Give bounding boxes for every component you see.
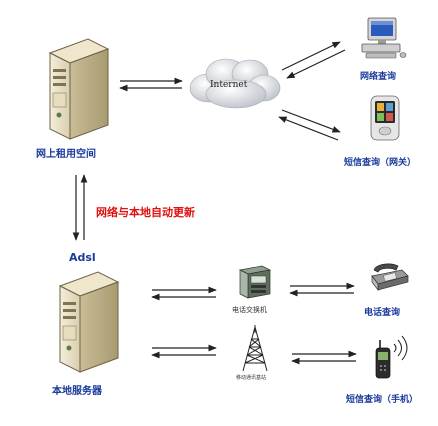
arrow-internet-pda-a	[281, 109, 341, 133]
telephone-icon	[371, 263, 409, 292]
arrow-internet-pda-b	[278, 116, 339, 141]
cloud-icon	[189, 58, 281, 109]
arrow-internet-pc-a	[281, 41, 341, 71]
switch-label: 电话交换机	[232, 306, 267, 314]
server-icon	[48, 38, 110, 140]
pda-icon	[370, 95, 400, 141]
sync-label: 网络与本地自动更新	[96, 206, 195, 219]
pc-node	[360, 16, 408, 60]
computer-icon	[361, 17, 407, 59]
remote-server-label: 网上租用空间	[36, 149, 96, 160]
mobile-node	[368, 330, 412, 380]
mobile-phone-icon	[375, 335, 408, 379]
switch-node	[236, 264, 274, 300]
local-server-label: 本地服务器	[52, 386, 102, 397]
server-icon	[58, 271, 120, 373]
internet-node	[186, 54, 282, 112]
pc-label: 网络查询	[360, 72, 397, 82]
tower-node	[238, 325, 272, 373]
adsl-label: Adsl	[69, 251, 96, 264]
phone-label: 电话查询	[364, 308, 401, 318]
arrow-internet-pc-b	[286, 49, 346, 79]
internet-label: Internet	[210, 80, 248, 90]
antenna-tower-icon	[242, 325, 268, 372]
pda-label: 短信查询（网关）	[344, 158, 417, 168]
phone-node	[368, 262, 410, 292]
pda-node	[368, 95, 402, 141]
remote-server-node	[38, 35, 118, 145]
local-server-node	[48, 268, 128, 378]
mobile-label: 短信查询（手机）	[346, 395, 419, 405]
tower-label: 移动通讯基站	[236, 375, 267, 381]
switchboard-icon	[238, 265, 272, 299]
